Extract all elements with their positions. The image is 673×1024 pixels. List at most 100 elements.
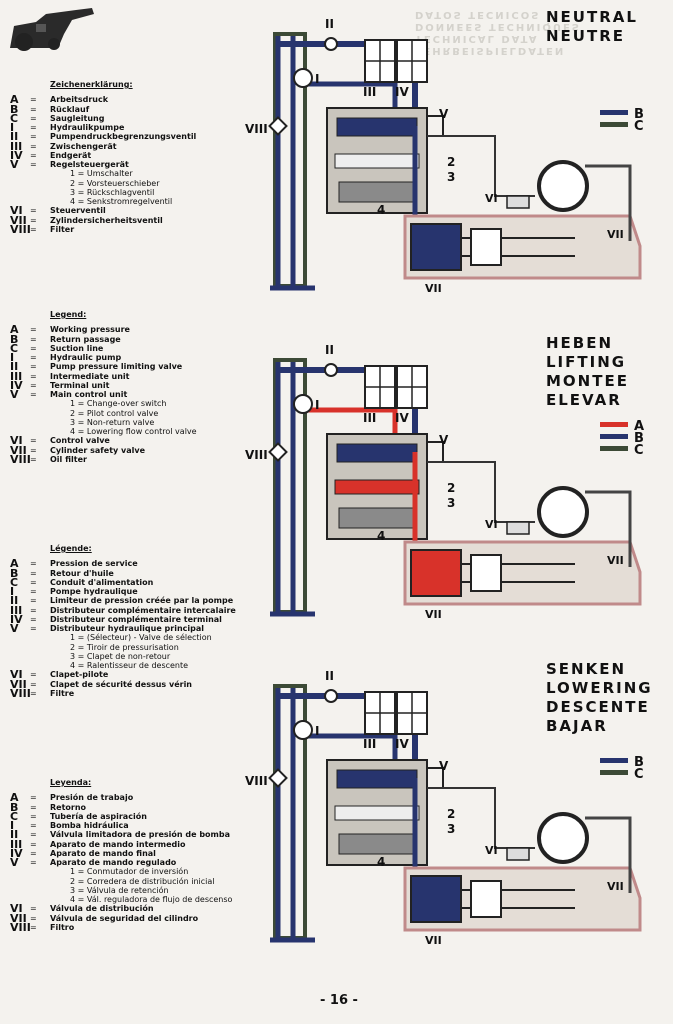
- key-label-B: B: [634, 431, 644, 446]
- legend-text: Rücklauf: [50, 104, 90, 114]
- legend-text: Bomba hidráulica: [50, 821, 129, 830]
- legend-heading: Leyenda:: [50, 778, 92, 787]
- legend-text: Pumpendruckbegrenzungsventil: [50, 132, 197, 142]
- legend-key: A: [10, 791, 19, 805]
- legend-row: C=Conduit d'alimentation: [10, 577, 270, 588]
- legend-key: III: [10, 603, 23, 617]
- legend-equals: [30, 867, 50, 876]
- label-3: 3: [447, 496, 455, 510]
- legend-equals: =: [30, 596, 37, 606]
- legend-row: 3 = Non-return valve: [10, 418, 270, 427]
- legend-key: A: [10, 93, 19, 107]
- control-valve-line: [427, 461, 535, 523]
- legend-text: Steuerventil: [50, 206, 106, 216]
- legend-row: I=Hydraulikpumpe: [10, 121, 270, 134]
- color-swatch-C: [600, 770, 628, 775]
- legend-key: I: [10, 819, 15, 832]
- return-line: [275, 36, 296, 286]
- legend-equals: [30, 877, 50, 886]
- lift-housing: [403, 214, 642, 280]
- legend-text: 4 = Lowering flow control valve: [70, 427, 197, 436]
- legend-row: 4 = Ralentisseur de descente: [10, 661, 270, 670]
- key-label-B: B: [634, 755, 644, 770]
- legend-equals: =: [30, 858, 37, 867]
- legend-key: B: [10, 332, 19, 346]
- legend-equals: =: [30, 679, 37, 689]
- legend-row: II=Pumpendruckbegrenzungsventil: [10, 131, 270, 142]
- legend-text: Aparato de mando regulado: [50, 858, 177, 867]
- legend-key: VIII: [10, 452, 31, 466]
- label-2: 2: [447, 155, 455, 169]
- control-valve-VI: [506, 847, 530, 861]
- legend-row: V = Aparato de mando regulado: [10, 856, 270, 869]
- legend-equals: =: [30, 150, 37, 160]
- legend-equals: [30, 418, 50, 427]
- legend-key: V: [10, 856, 19, 869]
- legend-equals: =: [30, 362, 37, 372]
- legend-key: C: [10, 341, 19, 355]
- legend-key: I: [10, 121, 15, 134]
- legend-key: VI: [10, 204, 23, 218]
- legend-row: 1 = (Sélecteur) - Valve de sélection: [10, 633, 270, 642]
- legend-row: B=Return passage: [10, 332, 270, 346]
- legend-row: C=Saugleitung: [10, 113, 270, 124]
- color-swatch-B: [600, 758, 628, 763]
- filter-icon: [268, 116, 288, 136]
- legend-row: III=Aparato de mando intermedio: [10, 838, 270, 849]
- legend-key: IV: [10, 612, 23, 626]
- legend-text: Retorno: [50, 802, 87, 812]
- legend-text: 1 = Umschalter: [70, 169, 133, 179]
- filter-icon: [268, 768, 288, 788]
- control-spool-top: [336, 443, 418, 463]
- legend-row: 3 = Clapet de non-retour: [10, 652, 270, 661]
- legend-equals: =: [30, 160, 37, 169]
- legend-text: Return passage: [50, 334, 121, 344]
- label-VII: VII: [425, 282, 442, 295]
- legend-row: VIII=Filtre: [10, 688, 270, 699]
- page-number: - 16 -: [320, 993, 358, 1008]
- legend-row: 3 = Rückschlagventil: [10, 188, 270, 197]
- legend-equals: =: [30, 132, 37, 142]
- legend-row: 3 = Válvula de retención: [10, 886, 270, 895]
- legend-text: Working pressure: [50, 325, 130, 335]
- legend-text: Limiteur de pression créée par la pompe: [50, 596, 234, 606]
- legend-text: Saugleitung: [50, 113, 105, 123]
- legend-heading: Zeichenerklärung:: [50, 80, 133, 89]
- control-valve-VI: [506, 521, 530, 535]
- legend-equals: =: [30, 353, 37, 362]
- legend-text: Hydraulikpumpe: [50, 123, 125, 132]
- legend-text: Válvula de distribución: [50, 904, 154, 914]
- label-I: I: [315, 724, 319, 738]
- legend-text: 4 = Senkstromregelventil: [70, 197, 173, 206]
- control-spool-mid: [334, 805, 420, 821]
- legend-equals: =: [30, 913, 37, 923]
- legend-equals: =: [30, 839, 37, 849]
- color-swatch-B: [600, 110, 628, 115]
- legend-row: C=Tubería de aspiración: [10, 811, 270, 822]
- mode-title-lowering: SENKEN LOWERING DESCENTE BAJAR: [546, 660, 653, 735]
- legend-equals: =: [30, 104, 37, 114]
- legend-text: Terminal unit: [50, 380, 110, 390]
- piston: [470, 880, 502, 918]
- legend-text: Hydraulic pump: [50, 353, 122, 362]
- lift-arm: [585, 164, 632, 241]
- lift-housing: [403, 866, 642, 932]
- legend-key: [10, 633, 30, 642]
- label-VIII: VIII: [245, 122, 268, 136]
- legend-key: III: [10, 369, 23, 383]
- label-III: III: [363, 737, 376, 751]
- legend-row: A=Working pressure: [10, 324, 270, 335]
- label-IV: IV: [395, 411, 409, 425]
- legend-heading: Legend:: [50, 310, 87, 319]
- legend-text: Válvula de seguridad del cilindro: [50, 913, 199, 923]
- legend-key: II: [10, 594, 19, 608]
- legend-key: [10, 179, 30, 188]
- legend-equals: =: [30, 380, 37, 390]
- hydraulic-pump-icon: [293, 394, 313, 414]
- legend-text: 2 = Tiroir de pressurisation: [70, 642, 179, 652]
- legend-text: Pompe hydraulique: [50, 587, 138, 596]
- legend-key: [10, 409, 30, 418]
